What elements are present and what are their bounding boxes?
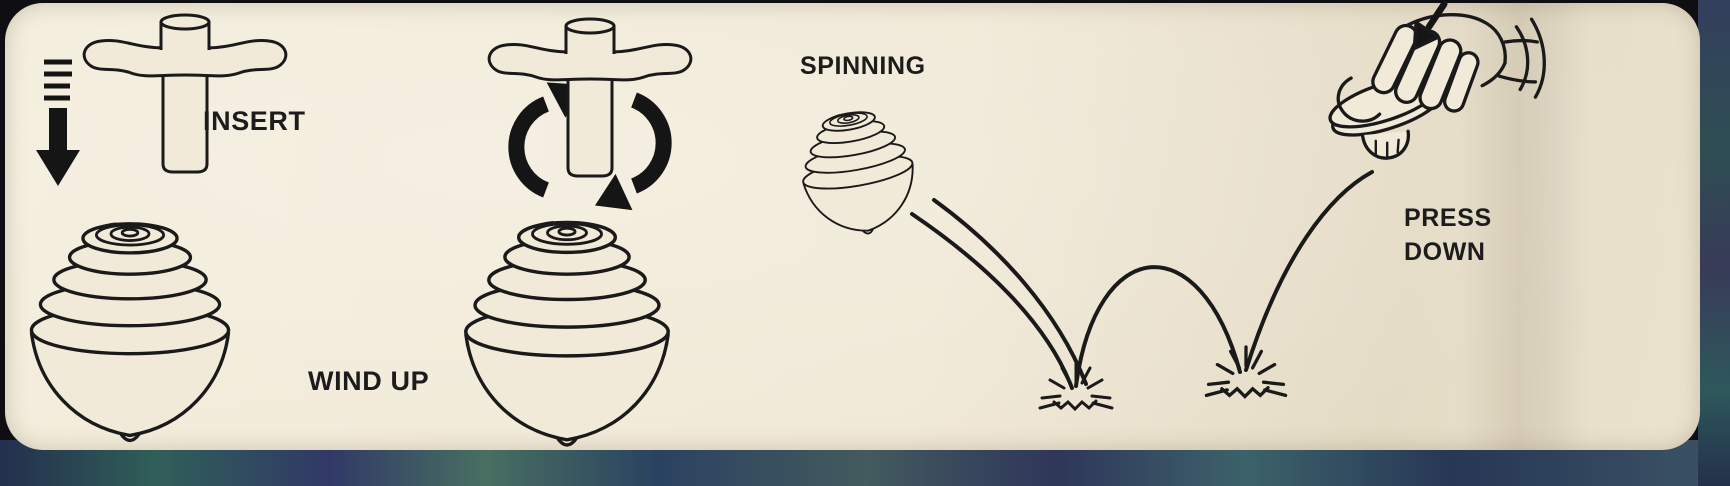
rotate-arrow-right-icon <box>594 92 672 211</box>
spinning-top-illustration <box>791 102 925 245</box>
press-down-label-line2: DOWN <box>1404 237 1486 266</box>
press-down-step-label: PRESS DOWN <box>1404 202 1492 270</box>
insert-down-arrow-icon <box>36 59 80 186</box>
press-down-arrow-icon <box>1412 0 1448 51</box>
bounce-path <box>910 170 1374 390</box>
spinning-top-illustration <box>464 220 670 447</box>
fabric-edge-right <box>1698 0 1730 486</box>
spinning-top-illustration <box>29 222 231 443</box>
wind-up-step-label: WIND UP <box>308 366 430 396</box>
spinning-step-label: SPINNING <box>800 52 926 80</box>
insert-step-label: INSERT <box>203 106 306 136</box>
press-down-label-line1: PRESS <box>1404 204 1492 232</box>
hand-press-illustration <box>1328 0 1546 160</box>
motion-lines-icon <box>1514 17 1546 99</box>
winder-key-illustration <box>82 13 288 174</box>
